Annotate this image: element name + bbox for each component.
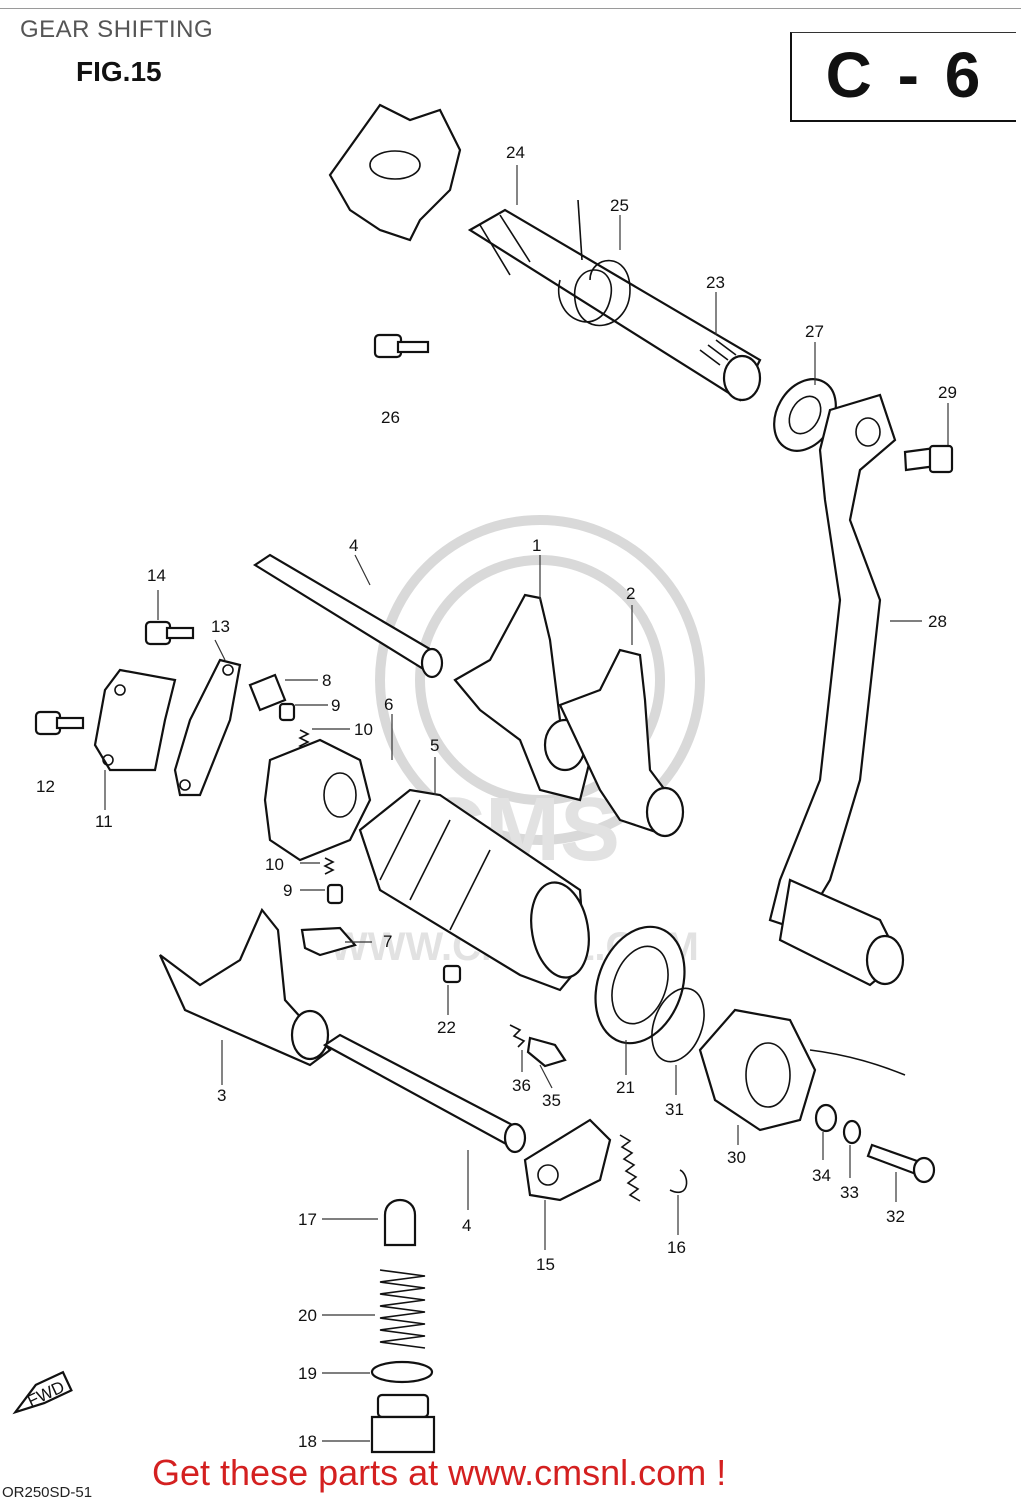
part-1-shift-fork [453,593,592,802]
callout-28: 28 [928,612,947,631]
callout-32: 32 [886,1207,905,1226]
callout-36: 36 [512,1076,531,1095]
part-19-washer [370,1360,434,1384]
part-10-spring-lower [323,857,335,875]
part-2-shift-fork [558,648,685,838]
part-7-pawl [300,926,357,957]
callout-35: 35 [542,1091,561,1110]
callout-21: 21 [616,1078,635,1097]
leader-lines [104,165,949,1442]
part-33-lock-washer [842,1119,862,1145]
callout-13: 13 [211,617,230,636]
part-25-return-spring [557,199,631,327]
callout-15: 15 [536,1255,555,1274]
callout-34: 34 [812,1166,831,1185]
callout-22: 22 [437,1018,456,1037]
part-9-pin [278,702,296,722]
callout-labels: 1 2 3 4 4 5 6 7 8 9 9 10 10 11 12 13 14 … [36,143,957,1451]
part-35-contact [526,1036,567,1068]
callout-33: 33 [840,1183,859,1202]
callout-9-upper: 9 [331,696,340,715]
part-4-fork-shaft-lower [322,1033,527,1154]
callout-31: 31 [665,1100,684,1119]
callout-9-lower: 9 [283,881,292,900]
page-title: GEAR SHIFTING [20,16,214,43]
part-31-o-ring [651,987,705,1063]
callout-10-lower: 10 [265,855,284,874]
callout-26: 26 [381,408,400,427]
part-17-plunger [383,1199,417,1247]
callout-4-upper: 4 [349,536,358,555]
part-20-spring [379,1269,426,1349]
part-26-bolt [373,333,430,359]
callout-5: 5 [430,736,439,755]
callout-2: 2 [626,584,635,603]
top-rule [0,8,1021,9]
callout-24: 24 [506,143,525,162]
part-34-washer [814,1103,838,1133]
part-32-screw [866,1143,936,1184]
part-29-bolt [903,444,954,474]
part-11-stopper-plate [93,668,177,772]
callout-25: 25 [610,196,629,215]
part-30-neutral-switch [698,1008,906,1132]
part-24-gearshift-shaft [328,103,762,402]
callout-17: 17 [298,1210,317,1229]
callout-3: 3 [217,1086,226,1105]
callout-29: 29 [938,383,957,402]
part-4-fork-shaft-upper [252,553,444,679]
part-3-shift-fork [158,907,332,1067]
section-code: C - 6 [825,39,985,111]
part-13-cam-plate [173,658,242,797]
parts-shop-link[interactable]: Get these parts at www.cmsnl.com ! [152,1452,727,1493]
callout-7: 7 [383,932,392,951]
figure-label: FIG.15 [76,56,162,87]
callout-11: 11 [95,812,113,831]
section-box [790,32,1016,122]
callout-20: 20 [298,1306,317,1325]
drawing-code: OR250SD-51 [2,1484,93,1501]
fwd-arrow-tag: FWD [12,1370,73,1415]
part-21-gasket [594,925,686,1045]
part-9-pin-lower [326,883,344,905]
callout-10-upper: 10 [354,720,373,739]
part-12-bolt [34,710,85,736]
callout-8: 8 [322,671,331,690]
part-28-gearshift-lever [768,393,905,987]
callout-19: 19 [298,1364,317,1383]
callout-1: 1 [532,536,541,555]
callout-27: 27 [805,322,824,341]
callout-23: 23 [706,273,725,292]
callout-14: 14 [147,566,166,585]
part-15-cam-stopper [523,1118,612,1202]
part-14-bolt [144,620,195,646]
callout-12: 12 [36,777,55,796]
part-6-cam-gear [263,738,372,862]
part-5-gearshift-cam [358,788,590,992]
part-16-stopper-spring [619,1134,688,1202]
part-8-pawl [248,673,287,712]
callout-16: 16 [667,1238,686,1257]
callout-18: 18 [298,1432,317,1451]
callout-6: 6 [384,695,393,714]
callout-30: 30 [727,1148,746,1167]
part-22-pin [442,964,462,984]
part-23-spline-end [699,339,737,366]
part-36-spring [509,1024,526,1048]
part-18-plug-bolt [370,1393,436,1454]
callout-4-lower: 4 [462,1216,471,1235]
